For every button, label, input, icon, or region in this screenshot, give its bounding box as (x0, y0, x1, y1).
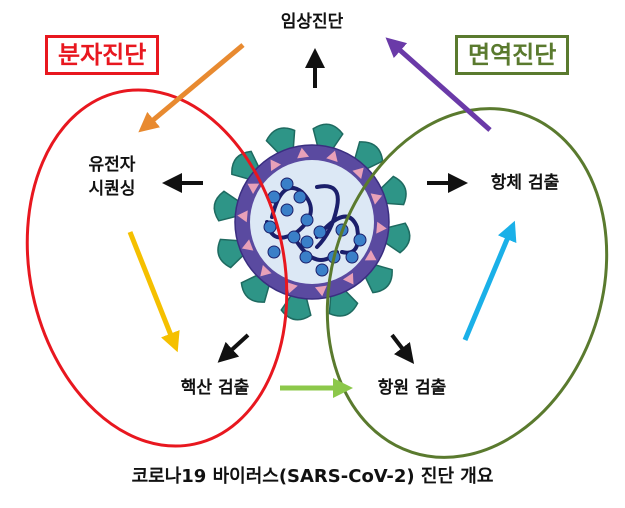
membrane-protein (241, 239, 254, 251)
rna-node (345, 250, 359, 264)
rna-node (299, 250, 313, 264)
arrow-orange (138, 43, 245, 133)
membrane-protein (260, 264, 272, 277)
virus-illustration (213, 123, 411, 321)
sequencing-line2: 시퀀싱 (88, 179, 136, 199)
arrow-cyan (462, 220, 517, 341)
membrane-protein (286, 282, 298, 294)
rna-node (280, 203, 294, 217)
rna-node (300, 213, 314, 227)
arrow-yellow (127, 231, 180, 353)
rna-node (280, 177, 294, 191)
antigen-detection-label: 항원 검출 (377, 378, 447, 398)
arrow-antigen (390, 333, 415, 364)
nucleic-acid-detection-label: 핵산 검출 (180, 378, 250, 398)
rna-node (263, 220, 277, 234)
rna-node (267, 245, 281, 259)
immune-diagnosis-box: 면역진단 (455, 35, 570, 75)
membrane-protein (297, 147, 310, 159)
rna-node (313, 225, 327, 239)
diagram-title: 코로나19 바이러스(SARS-CoV-2) 진단 개요 (131, 466, 494, 487)
rna-node (287, 230, 301, 244)
membrane-protein (342, 272, 354, 285)
sequencing-line1: 유전자 (88, 155, 136, 175)
sequencing-label: 유전자 시퀀싱 (72, 153, 152, 201)
membrane-protein (376, 221, 387, 234)
clinical-diagnosis-label: 임상진단 (280, 12, 344, 32)
membrane-protein (370, 193, 383, 205)
rna-node (300, 235, 314, 249)
membrane-protein (364, 250, 377, 261)
arrow-nucleic (217, 333, 250, 363)
membrane-protein (247, 183, 260, 194)
membrane-protein (270, 159, 282, 172)
molecular-diagnosis-ellipse (25, 88, 289, 448)
rna-node (353, 233, 367, 247)
rna-strand (265, 184, 360, 262)
immune-diagnosis-ellipse (325, 107, 609, 459)
membrane-protein (352, 167, 364, 180)
membrane-protein (237, 210, 248, 223)
arrow-purple (385, 37, 492, 132)
membrane-protein (314, 285, 327, 297)
molecular-diagnosis-box: 분자진단 (45, 35, 160, 75)
rna-node (315, 263, 329, 277)
antibody-detection-label: 항체 검출 (490, 173, 560, 193)
membrane-protein (326, 150, 338, 162)
rna-node (293, 190, 307, 204)
